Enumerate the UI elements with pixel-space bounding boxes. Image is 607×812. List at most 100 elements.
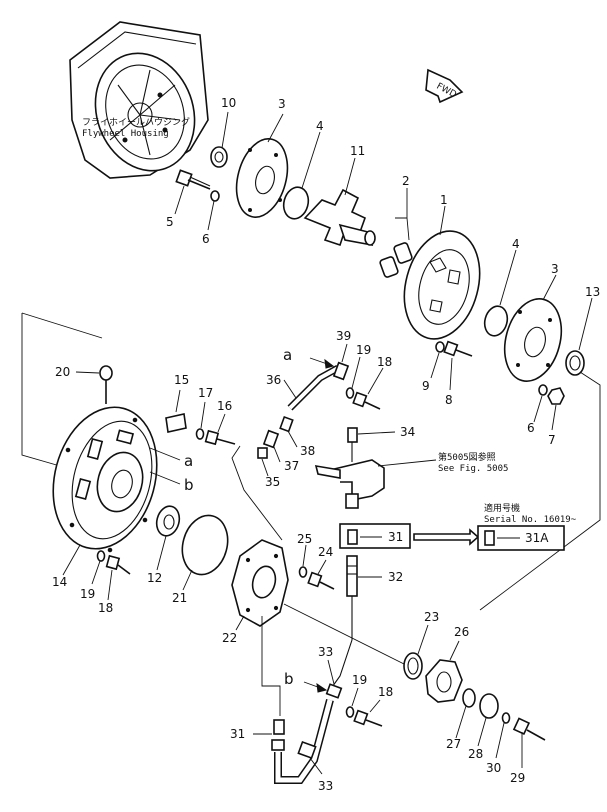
- bracket-lines-left: [21, 312, 103, 467]
- callout-33-lower: 33: [318, 779, 333, 793]
- callout-19-center: 19: [356, 343, 371, 357]
- callout-31a: 31A: [525, 531, 549, 545]
- washer-25: [298, 566, 308, 578]
- washer-19-lower: [345, 706, 355, 718]
- callout-3-upper: 3: [278, 97, 286, 111]
- callout-19-left: 19: [80, 587, 95, 601]
- flange-26: [425, 659, 463, 703]
- bracket-5005: [329, 459, 385, 501]
- pipe-33: [274, 698, 334, 784]
- fitting-35: [257, 447, 268, 459]
- callout-7: 7: [548, 433, 556, 447]
- cover-plate-3-lower: [503, 298, 563, 382]
- flywheel-housing: [69, 21, 209, 179]
- callout-6-upper: 6: [202, 232, 210, 246]
- callout-4-upper: 4: [316, 119, 324, 133]
- o-ring-27: [462, 688, 476, 708]
- callout-20: 20: [55, 365, 70, 379]
- plate-15: [165, 413, 187, 433]
- callout-4-lower: 4: [512, 237, 520, 251]
- bolt-18-left: [105, 554, 131, 575]
- fitting-37: [262, 429, 280, 449]
- callout-36: 36: [266, 373, 281, 387]
- see-fig-jp: 第5005図参照: [438, 451, 496, 463]
- eye-bolt-20: [99, 365, 113, 404]
- callout-10: 10: [221, 96, 236, 110]
- fitting-31-lower: [271, 719, 285, 751]
- callout-33-upper: 33: [318, 645, 333, 659]
- callout-16: 16: [217, 399, 232, 413]
- serial-jp: 適用号機: [484, 502, 520, 514]
- fitting-31a: [484, 530, 495, 546]
- callout-29: 29: [510, 771, 525, 785]
- ref-a-center: a: [283, 346, 292, 364]
- callout-31-lower: 31: [230, 727, 245, 741]
- callout-28: 28: [468, 747, 483, 761]
- bolt-18-center: [352, 391, 381, 410]
- o-ring-4-upper: [282, 186, 310, 220]
- callout-11: 11: [350, 144, 365, 158]
- fitting-34: [347, 427, 358, 462]
- washer-30: [501, 712, 511, 724]
- fitting-33-upper: [325, 683, 343, 699]
- washer-6-upper: [210, 190, 220, 202]
- o-ring-4-lower: [483, 305, 509, 337]
- callout-17: 17: [198, 386, 213, 400]
- callout-34: 34: [400, 425, 415, 439]
- callout-5: 5: [166, 215, 174, 229]
- fitting-33-lower: [297, 740, 317, 760]
- fitting-31: [347, 529, 358, 545]
- o-ring-21: [181, 514, 229, 576]
- callout-37: 37: [284, 459, 299, 473]
- bushing-2: [379, 242, 413, 278]
- callout-30: 30: [486, 761, 501, 775]
- connector-38: [279, 415, 294, 433]
- callout-19-lower: 19: [352, 673, 367, 687]
- serial-en: Serial No. 16019~: [484, 515, 577, 525]
- callout-14: 14: [52, 575, 67, 589]
- cover-plate-3: [235, 138, 289, 218]
- callout-12: 12: [147, 571, 162, 585]
- ref-b-left: b: [184, 476, 194, 494]
- washer-6-lower: [538, 384, 548, 396]
- callout-35: 35: [265, 475, 280, 489]
- housing-label-en: Flywheel Housing: [82, 129, 169, 139]
- bolt-16: [204, 429, 236, 446]
- callout-26: 26: [454, 625, 469, 639]
- callout-13: 13: [585, 285, 600, 299]
- washer-17: [195, 428, 205, 440]
- pipe-32: [346, 555, 358, 597]
- arrow-to-31a-icon: [413, 528, 480, 546]
- callout-25: 25: [297, 532, 312, 546]
- callout-6-lower: 6: [527, 421, 535, 435]
- callout-21: 21: [172, 591, 187, 605]
- pump-cover-22: [231, 539, 289, 627]
- bearing-10: [210, 146, 228, 168]
- pump-housing-14: [52, 406, 158, 553]
- callout-9: 9: [422, 379, 430, 393]
- callout-27: 27: [446, 737, 461, 751]
- washer-19-center: [345, 387, 355, 399]
- callout-8: 8: [445, 393, 453, 407]
- callout-3-lower: 3: [551, 262, 559, 276]
- callout-18-center: 18: [377, 355, 392, 369]
- callout-15: 15: [174, 373, 189, 387]
- callout-39: 39: [336, 329, 351, 343]
- callout-24: 24: [318, 545, 333, 559]
- nut-7: [547, 387, 565, 405]
- bolt-24: [307, 571, 335, 590]
- coupler-31-top: [345, 493, 359, 509]
- seal-23: [403, 652, 423, 680]
- callout-31: 31: [388, 530, 403, 544]
- callout-18-lower: 18: [378, 685, 393, 699]
- bolt-8: [443, 340, 473, 357]
- callout-38: 38: [300, 444, 315, 458]
- ref-b-lower: b: [284, 670, 294, 688]
- bolt-29: [512, 717, 546, 741]
- washer-19-left: [96, 550, 106, 562]
- callout-1: 1: [440, 193, 448, 207]
- ref-a-left: a: [184, 452, 193, 470]
- bolt-5: [175, 169, 211, 190]
